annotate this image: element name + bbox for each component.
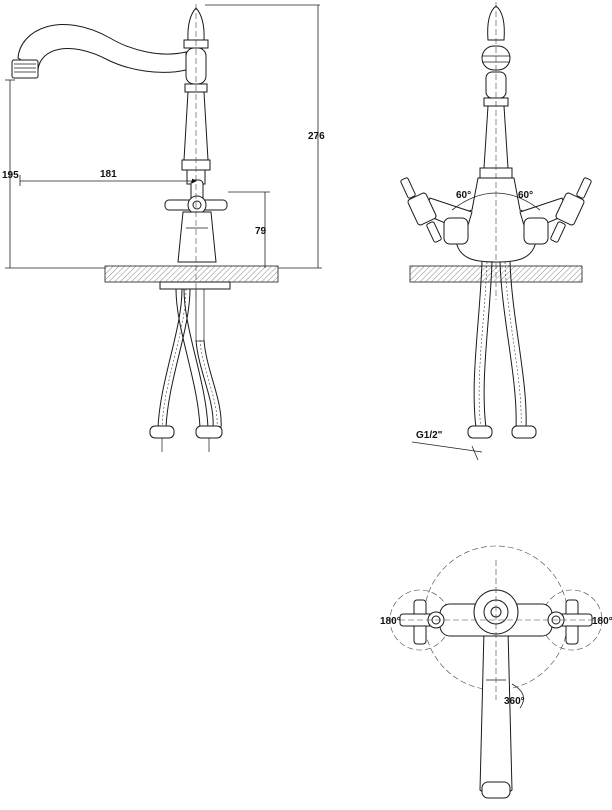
rotation-label-right: 180° [592, 616, 612, 627]
top-view: 180° 180° 360° [380, 545, 612, 799]
dim-276: 276 [205, 4, 325, 269]
left-handle-top [399, 599, 445, 645]
angle-label-left: 60° [456, 190, 471, 201]
side-view: 195 181 276 79 [2, 4, 325, 452]
dim-181: 181 [19, 169, 197, 186]
aerator-side [11, 59, 39, 79]
thread-label: G1/2" [416, 430, 443, 441]
dim-label-181: 181 [100, 169, 117, 180]
right-valve-front [519, 177, 592, 245]
right-handle-top [547, 599, 593, 645]
left-valve-front [400, 177, 473, 245]
rotation-label-left: 180° [380, 616, 401, 627]
dim-label-276: 276 [308, 131, 325, 142]
dim-79: 79 [228, 191, 270, 268]
countertop-side [104, 265, 279, 283]
dim-label-195: 195 [2, 170, 19, 181]
angle-label-right: 60° [518, 190, 533, 201]
spout-side [17, 24, 187, 73]
hoses-front [467, 261, 537, 439]
dim-195: 195 [2, 79, 105, 269]
hoses-side [149, 288, 223, 452]
rotation-label-spout: 360° [504, 696, 525, 707]
thread-callout: G1/2" [411, 430, 483, 461]
dim-label-79: 79 [255, 226, 267, 237]
handle-side [164, 179, 228, 263]
front-view: 60° 60° G1/2" [400, 2, 592, 461]
mount-plate-side [159, 281, 231, 290]
